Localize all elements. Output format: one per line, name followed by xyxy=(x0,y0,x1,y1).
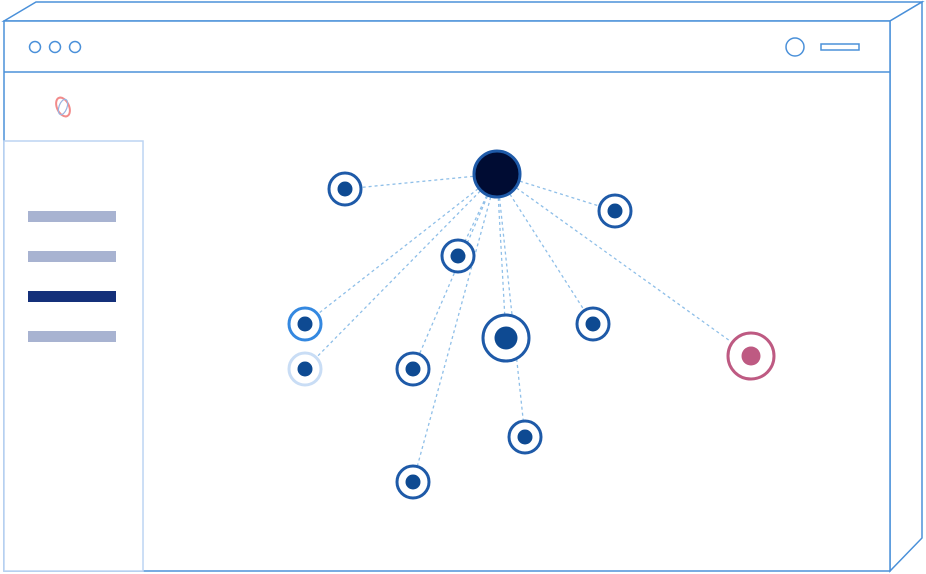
graph-edge xyxy=(412,173,498,370)
node-core xyxy=(297,361,313,377)
graph-edge xyxy=(344,173,498,190)
node-core xyxy=(517,429,533,445)
graph-node[interactable] xyxy=(440,238,476,274)
graph-edge xyxy=(304,173,498,370)
node-core xyxy=(607,203,623,219)
node-core xyxy=(405,361,421,377)
graph-edge xyxy=(304,173,498,325)
graph-node[interactable] xyxy=(395,351,431,387)
window-body xyxy=(3,20,891,572)
node-core xyxy=(585,316,601,332)
window-dot-icon[interactable] xyxy=(28,40,42,54)
node-core xyxy=(450,248,466,264)
graph-node[interactable] xyxy=(395,464,431,500)
graph-edge xyxy=(496,173,526,438)
sidebar-item[interactable] xyxy=(28,251,116,262)
window-frame-side xyxy=(889,0,923,573)
graph-node[interactable] xyxy=(287,306,323,342)
graph-edge xyxy=(496,173,752,357)
node-core xyxy=(741,346,761,366)
graph-node[interactable] xyxy=(575,306,611,342)
node-core xyxy=(494,326,518,350)
graph-node[interactable] xyxy=(726,331,776,381)
sidebar-nav xyxy=(28,211,116,342)
sidebar-item-active[interactable] xyxy=(28,291,116,302)
sidebar xyxy=(3,140,144,572)
graph-node[interactable] xyxy=(287,351,323,387)
node-core xyxy=(405,474,421,490)
graph-edge xyxy=(412,173,498,483)
bar-icon[interactable] xyxy=(820,43,860,51)
graph-node[interactable] xyxy=(507,419,543,455)
node-core xyxy=(297,316,313,332)
circle-icon[interactable] xyxy=(785,37,805,57)
graph-node[interactable] xyxy=(481,313,531,363)
graph-node[interactable] xyxy=(327,171,363,207)
sidebar-item[interactable] xyxy=(28,331,116,342)
node-ring xyxy=(472,149,522,199)
sidebar-item[interactable] xyxy=(28,211,116,222)
graph-root-node[interactable] xyxy=(472,149,522,199)
window-frame-top xyxy=(1,1,925,22)
window-dot-icon[interactable] xyxy=(68,40,82,54)
graph-node[interactable] xyxy=(597,193,633,229)
ring-logo-icon xyxy=(55,96,71,118)
window-dot-icon[interactable] xyxy=(48,40,62,54)
node-core xyxy=(337,181,353,197)
graph-nodes xyxy=(287,149,776,500)
